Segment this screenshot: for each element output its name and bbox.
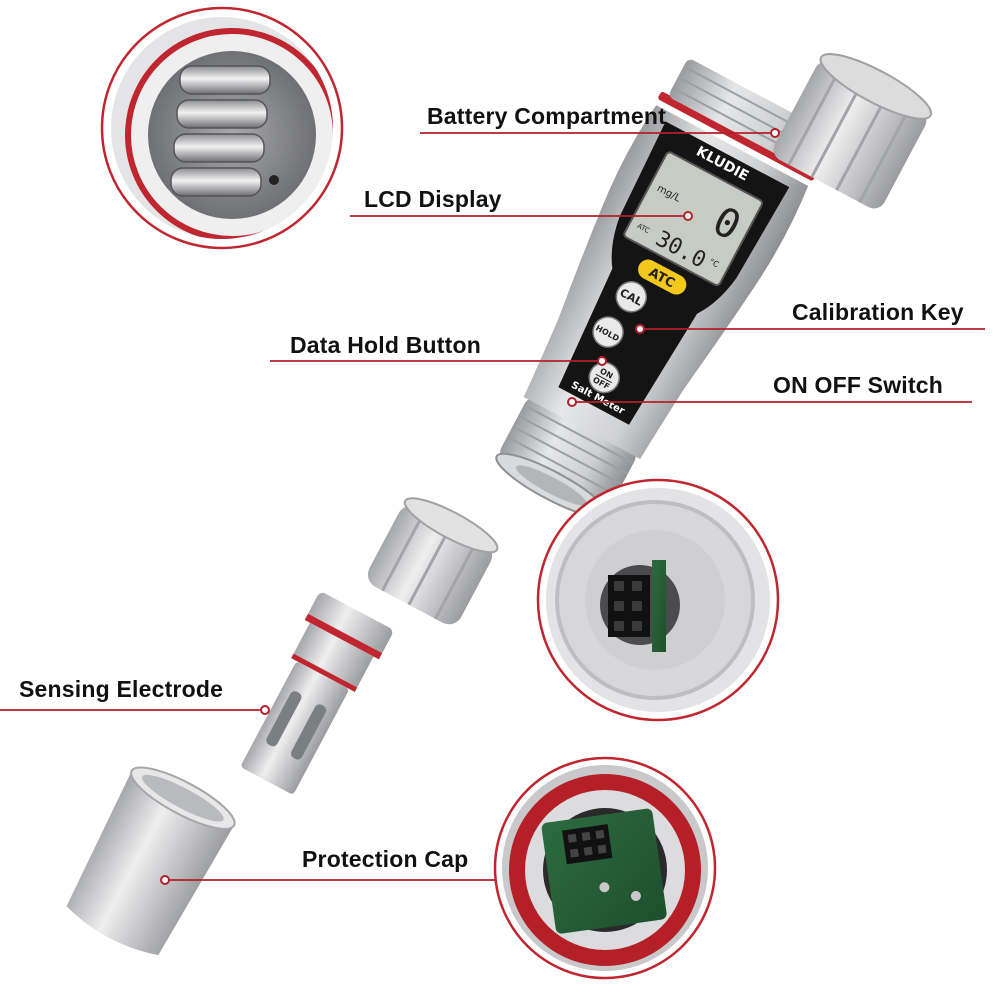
label-data-hold-button: Data Hold Button [290, 332, 482, 358]
connector-detail-inset [536, 478, 780, 722]
pcb-detail-inset [493, 756, 717, 980]
protection-cap [66, 766, 236, 956]
cal-key[interactable] [611, 277, 652, 318]
on-off-key[interactable] [584, 357, 625, 398]
battery-cells [170, 65, 271, 197]
sensing-electrode [241, 592, 393, 794]
o-ring [658, 91, 816, 181]
pin-header [608, 575, 650, 637]
label-on-off-switch: ON OFF Switch [773, 372, 943, 398]
label-lcd-display: LCD Display [364, 186, 502, 212]
electrode-nut [367, 497, 499, 625]
battery-cap [773, 53, 933, 209]
lcd-temp-unit: °C [708, 257, 721, 270]
label-protection-cap: Protection Cap [302, 846, 469, 872]
thread-lines [506, 404, 634, 496]
pcb-board [541, 808, 667, 934]
lcd-screen [623, 151, 763, 287]
label-sensing-electrode: Sensing Electrode [19, 676, 224, 702]
leader-dots [160, 128, 780, 885]
label-calibration-key: Calibration Key [792, 299, 964, 325]
atc-key[interactable] [635, 256, 690, 298]
battery-detail-inset [100, 6, 344, 250]
leader-lines [0, 132, 985, 881]
label-battery-compartment: Battery Compartment [427, 103, 666, 129]
hold-key[interactable] [588, 312, 629, 353]
